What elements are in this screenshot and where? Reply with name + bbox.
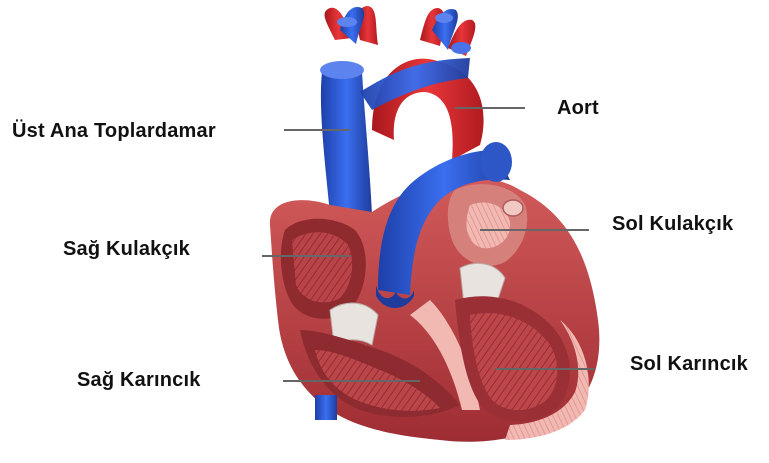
inferior-vena-cava <box>315 395 337 420</box>
label-superior-vena-cava: Üst Ana Toplardamar <box>12 120 216 143</box>
label-left-ventricle: Sol Karıncık <box>630 353 748 376</box>
aortic-branches <box>325 6 476 56</box>
label-aorta: Aort <box>557 97 599 120</box>
label-left-atrium: Sol Kulakçık <box>612 213 733 236</box>
svc-opening <box>320 61 364 79</box>
label-right-atrium: Sağ Kulakçık <box>63 238 190 261</box>
label-right-ventricle: Sağ Karıncık <box>77 369 201 392</box>
